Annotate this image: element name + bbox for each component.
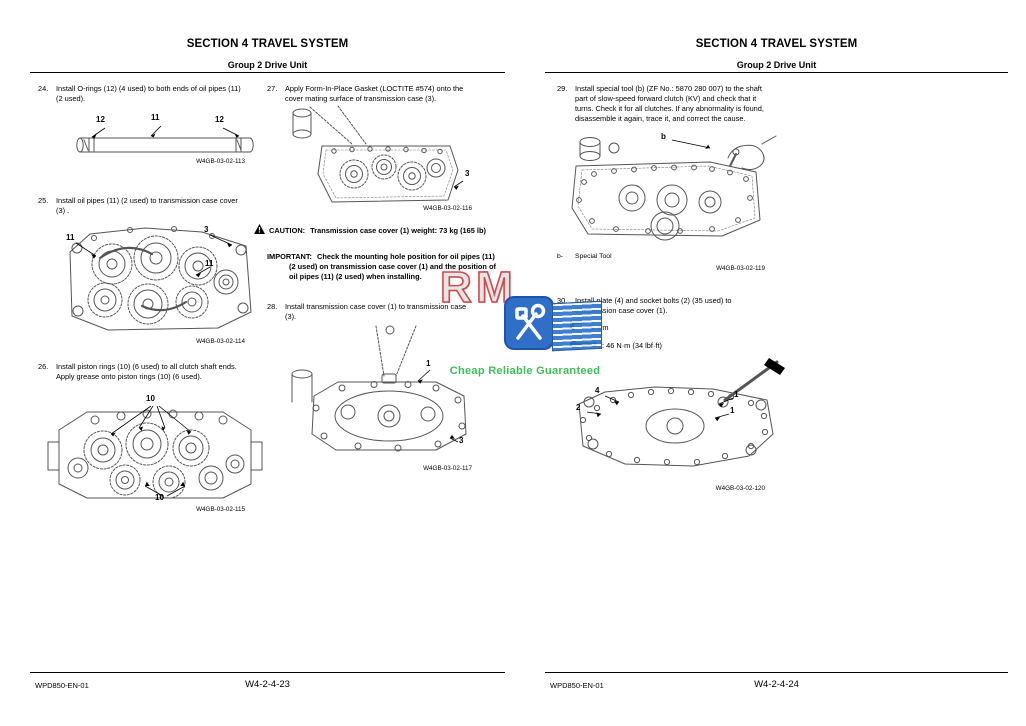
page-title: SECTION 4 TRAVEL SYSTEM (186, 38, 349, 50)
figure-oil-pipe: 12 11 12 (65, 106, 265, 161)
legend-value: Special Tool (575, 253, 612, 260)
torque-spec: : 46 N·m (34 lbf·ft) (570, 339, 662, 351)
step-25: 25. Install oil pipes (11) (2 used) to t… (38, 196, 248, 216)
hex-size-text: : 8 mm (586, 322, 609, 332)
step-26: 26. Install piston rings (10) (6 used) t… (38, 362, 248, 382)
step-text: Install transmission case cover (1) to t… (285, 302, 467, 321)
step-24: 24. Install O-rings (12) (4 used) to bot… (38, 84, 248, 104)
figure-115-drawing (47, 405, 263, 499)
callout-label: 12 (215, 115, 224, 124)
legend-key: b- (557, 253, 564, 260)
step-number: 25. (38, 196, 49, 205)
caution-note: CAUTION: Transmission case cover (1) weig… (254, 224, 498, 237)
important-note: IMPORTANT:Check the mounting hole positi… (267, 252, 501, 282)
callout-label: 12 (96, 115, 105, 124)
callout-label: 3 (465, 169, 470, 178)
step-28: 28. Install transmission case cover (1) … (267, 302, 477, 322)
callout-label: 2 (576, 403, 581, 412)
callout-label: 1 (730, 406, 735, 415)
step-number: 24. (38, 84, 49, 93)
figure-oil-pipes-on-cover: 11 3 11 (50, 218, 265, 336)
callout-label: 3 (204, 225, 209, 234)
important-text: Check the mounting hole position for oil… (289, 252, 496, 281)
caution-text: Transmission case cover (1) weight: 73 k… (310, 226, 486, 235)
step-number: 30. (557, 296, 568, 305)
important-label: IMPORTANT: (267, 252, 313, 261)
callout-label: 10 (146, 394, 155, 403)
step-number: 26. (38, 362, 49, 371)
figure-special-tool-check: b (560, 130, 788, 248)
figure-113-drawing (76, 125, 254, 153)
figure-116-drawing (292, 105, 464, 203)
figure-caption: W4GB-03-02-115 (196, 506, 245, 513)
document-id: WPD850-EN-01 (550, 681, 604, 690)
step-30: 30. Install plate (4) and socket bolts (… (557, 296, 771, 316)
page-number: W4-2-4-24 (754, 679, 799, 690)
hex-size-spec: : 8 mm (570, 321, 609, 333)
step-text: Install O-rings (12) (4 used) to both en… (56, 84, 241, 103)
page-right: SECTION 4 TRAVEL SYSTEM Group 2 Drive Un… (535, 6, 1018, 718)
figure-caption: W4GB-03-02-119 (716, 265, 765, 272)
figure-plate-bolts: 4 2 1 1 (563, 356, 791, 484)
step-number: 28. (267, 302, 278, 311)
figure-caption: W4GB-03-02-113 (196, 158, 245, 165)
step-text: Install piston rings (10) (6 used) to al… (56, 362, 237, 381)
header-rule (30, 72, 505, 73)
callout-label: 3 (459, 436, 464, 445)
torque-wrench-icon (570, 339, 599, 351)
step-27: 27. Apply Form-In-Place Gasket (LOCTITE … (267, 84, 477, 104)
document-id: WPD850-EN-01 (35, 681, 89, 690)
step-text: Install plate (4) and socket bolts (2) (… (575, 296, 732, 315)
step-29: 29. Install special tool (b) (ZF No.: 58… (557, 84, 771, 124)
figure-gasket-case: 3 (278, 104, 498, 204)
step-text: Apply Form-In-Place Gasket (LOCTITE #574… (285, 84, 464, 103)
callout-label: 1 (426, 359, 431, 368)
torque-value-text: : 46 N·m (34 lbf·ft) (602, 340, 662, 350)
step-text: Install special tool (b) (ZF No.: 5870 2… (575, 84, 764, 123)
figure-caption: W4GB-03-02-114 (196, 338, 245, 345)
callout-label: 11 (66, 233, 75, 242)
callout-label: 4 (595, 386, 600, 395)
step-number: 27. (267, 84, 278, 93)
hex-wrench-icon (570, 321, 583, 333)
figure-caption: W4GB-03-02-116 (423, 205, 472, 212)
header-rule (545, 72, 1008, 73)
footer-rule (545, 672, 1008, 673)
page-subtitle: Group 2 Drive Unit (736, 60, 817, 70)
page-left: SECTION 4 TRAVEL SYSTEM Group 2 Drive Un… (20, 6, 515, 718)
callout-label: 10 (155, 493, 164, 502)
figure-piston-rings: 10 10 (45, 392, 265, 504)
callout-label: 1 (734, 390, 739, 399)
callout-label: b (661, 132, 666, 141)
page-number: W4-2-4-23 (245, 679, 290, 690)
page-title: SECTION 4 TRAVEL SYSTEM (695, 38, 858, 50)
figure-114-drawing (69, 226, 252, 331)
figure-cover-install: 1 3 (278, 324, 493, 464)
figure-caption: W4GB-03-02-120 (715, 485, 765, 492)
figure-119-drawing (571, 135, 777, 241)
figure-117-drawing (291, 325, 467, 452)
page-subtitle: Group 2 Drive Unit (227, 60, 308, 70)
callout-label: 11 (151, 113, 160, 122)
step-text: Install oil pipes (11) (2 used) to trans… (56, 196, 238, 215)
figure-120-drawing (578, 358, 785, 467)
figure-caption: W4GB-03-02-117 (423, 465, 472, 472)
step-number: 29. (557, 84, 568, 93)
caution-label: CAUTION: (269, 226, 306, 235)
callout-label: 11 (205, 259, 214, 268)
figure-legend: b- Special Tool (557, 253, 612, 260)
footer-rule (30, 672, 505, 673)
